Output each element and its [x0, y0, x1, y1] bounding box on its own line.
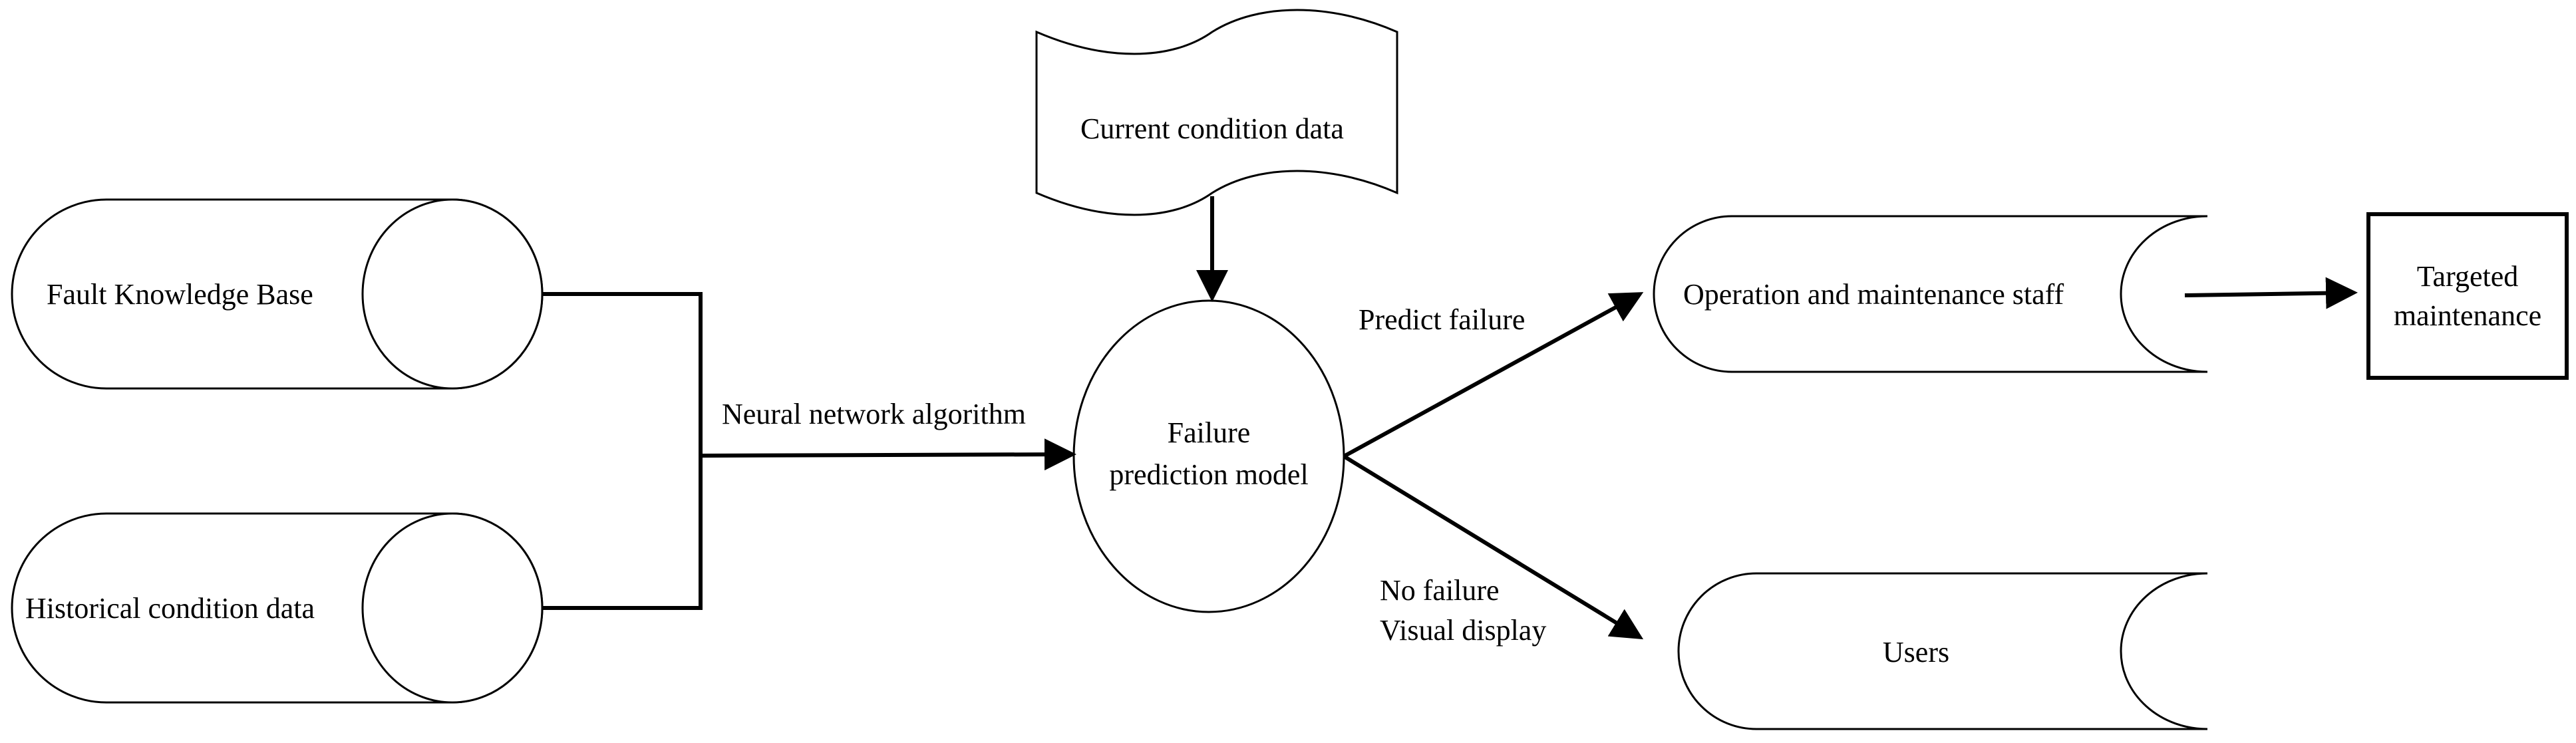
- fault-kb-connector: [542, 292, 703, 610]
- neural-network-algorithm-label: Neural network algorithm: [722, 398, 1026, 430]
- historical-condition-data-end: [361, 512, 544, 704]
- failure-prediction-model-shape: [1072, 299, 1345, 613]
- operation-maintenance-staff-label: Operation and maintenance staff: [1683, 278, 2064, 311]
- operation-maintenance-staff-node: Operation and maintenance staff: [1653, 215, 2208, 373]
- predict-failure-label: Predict failure: [1359, 303, 1525, 336]
- historical-condition-data-label: Historical condition data: [25, 592, 315, 625]
- users-label: Users: [1883, 636, 1949, 669]
- no-failure-arrow: [1343, 454, 1644, 640]
- fault-knowledge-base-node: Fault Knowledge Base: [11, 198, 544, 390]
- predict-failure-arrow: [1343, 292, 1644, 458]
- failure-prediction-model-node: Failure prediction model: [1072, 299, 1345, 613]
- neural-network-arrow: [700, 438, 1076, 471]
- failure-prediction-model-label-line2: prediction model: [1109, 458, 1308, 491]
- current-condition-data-shape: [1035, 9, 1398, 216]
- targeted-maintenance-node: Targeted maintenance: [2366, 212, 2569, 380]
- operation-maintenance-staff-shape: [1653, 215, 2208, 373]
- no-failure-label-line2: Visual display: [1380, 614, 1546, 647]
- fault-knowledge-base-label: Fault Knowledge Base: [47, 278, 313, 311]
- current-condition-data-node: Current condition data: [1035, 9, 1398, 216]
- users-shape: [1677, 572, 2208, 730]
- historical-condition-data-node: Historical condition data: [11, 512, 544, 704]
- targeted-maintenance-shape: [2366, 212, 2569, 380]
- current-condition-data-label: Current condition data: [1080, 112, 1344, 145]
- no-failure-label-line1: No failure: [1380, 574, 1500, 607]
- users-node: Users: [1677, 572, 2208, 730]
- targeted-maintenance-label-line2: maintenance: [2394, 299, 2541, 332]
- failure-prediction-model-label-line1: Failure: [1168, 416, 1251, 449]
- targeted-maintenance-arrow: [2184, 277, 2358, 309]
- targeted-maintenance-label-line1: Targeted: [2417, 260, 2518, 293]
- fault-knowledge-base-end: [361, 198, 544, 390]
